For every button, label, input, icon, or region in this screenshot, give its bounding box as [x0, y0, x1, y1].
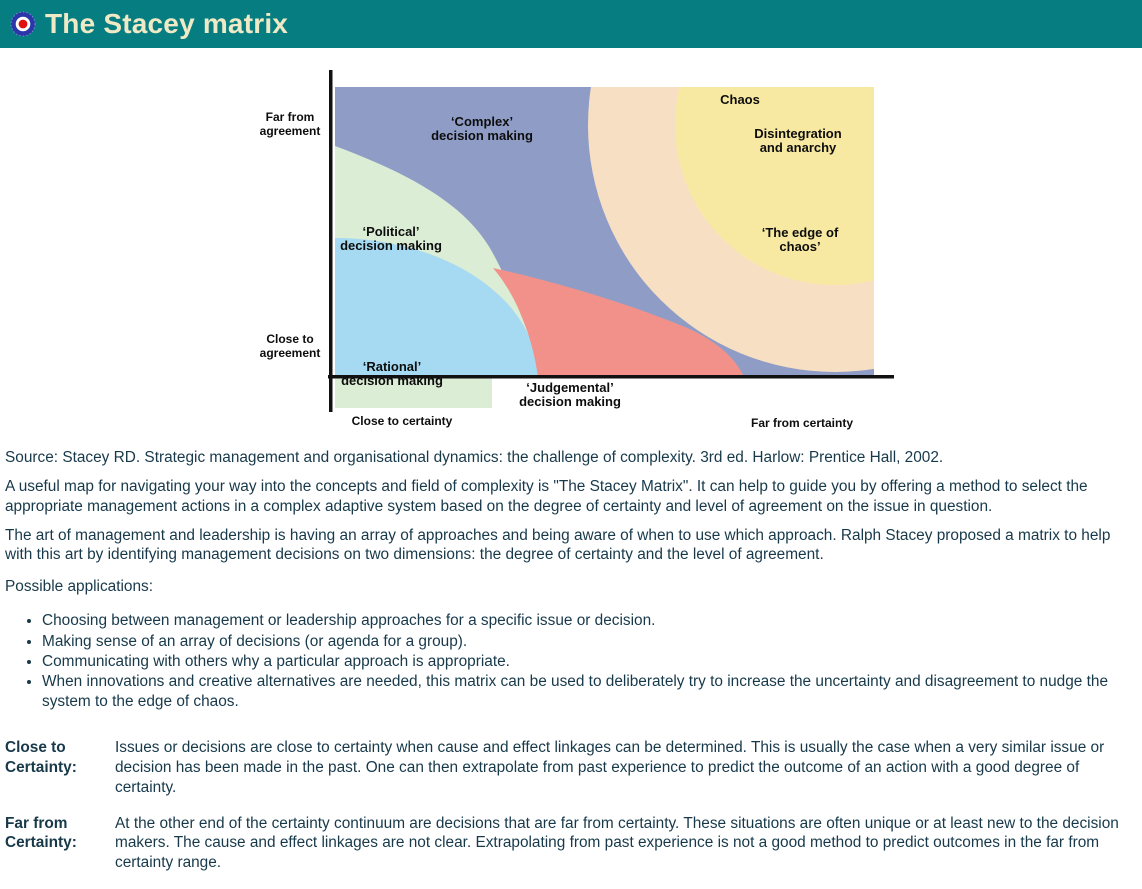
- page-header: The Stacey matrix: [0, 0, 1142, 48]
- region-chaos: [675, 87, 874, 285]
- applications-heading: Possible applications:: [5, 578, 154, 596]
- y-axis-label-bottom: Close to agreement: [259, 332, 321, 360]
- y-axis-line: [329, 70, 333, 412]
- page-title: The Stacey matrix: [45, 8, 289, 39]
- label-political: ‘Political’ decision making: [340, 224, 442, 253]
- definition-term: Close to Certainty:: [5, 738, 77, 776]
- region-rational-below-axis: [335, 377, 492, 408]
- list-item: Choosing between management or leadershi…: [42, 611, 1138, 631]
- list-item: Making sense of an array of decisions (o…: [42, 632, 1138, 652]
- roundel-logo-icon: [10, 11, 36, 37]
- definition-row: Close to Certainty: Issues or decisions …: [5, 738, 1138, 798]
- stacey-matrix-plot: [328, 70, 894, 412]
- label-complex: ‘Complex’ decision making: [431, 114, 533, 143]
- definition-row: Far from Certainty: At the other end of …: [5, 814, 1138, 874]
- y-axis-label-top: Far from agreement: [259, 110, 321, 138]
- x-axis-line: [328, 375, 894, 379]
- definitions: Close to Certainty: Issues or decisions …: [5, 738, 1138, 873]
- definition-term: Far from Certainty:: [5, 814, 77, 852]
- stacey-matrix-diagram: ‘Complex’ decision making ‘Political’ de…: [0, 48, 1142, 446]
- definition-text: At the other end of the certainty contin…: [115, 814, 1119, 872]
- label-chaos: Chaos: [720, 92, 760, 107]
- list-item: When innovations and creative alternativ…: [42, 672, 1138, 712]
- label-edge-of-chaos: ‘The edge of chaos’: [761, 225, 839, 254]
- region-judgemental: [493, 268, 744, 377]
- list-item: Communicating with others why a particul…: [42, 652, 1138, 672]
- matrix-paragraph: The art of management and leadership is …: [5, 526, 1111, 564]
- label-rational: ‘Rational’ decision making: [341, 359, 443, 388]
- definition-text: Issues or decisions are close to certain…: [115, 738, 1105, 796]
- x-axis-label-right: Far from certainty: [750, 416, 854, 430]
- applications-list: Choosing between management or leadershi…: [5, 611, 1138, 712]
- source-citation: Source: Stacey RD. Strategic management …: [5, 449, 944, 466]
- x-axis-label-left: Close to certainty: [351, 414, 453, 428]
- intro-paragraph: A useful map for navigating your way int…: [5, 477, 1088, 515]
- label-disintegration: Disintegration and anarchy: [754, 126, 842, 155]
- region-rational: [335, 238, 538, 377]
- label-judgemental: ‘Judgemental’ decision making: [519, 380, 621, 409]
- article-body: Source: Stacey RD. Strategic management …: [0, 446, 1142, 873]
